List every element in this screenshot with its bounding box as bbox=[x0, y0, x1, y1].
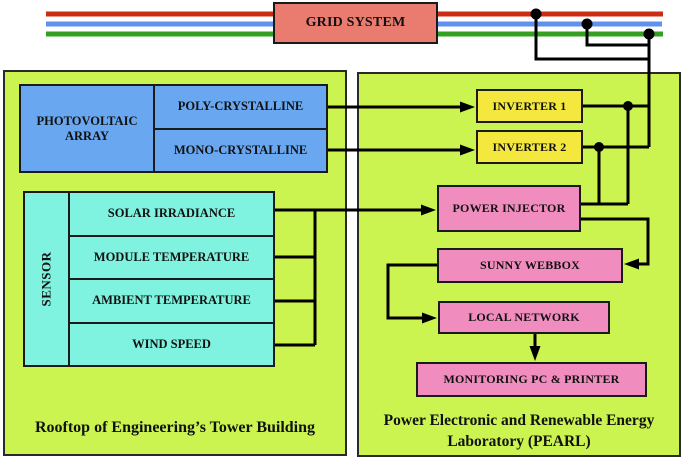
module-temperature-cell: MODULE TEMPERATURE bbox=[70, 234, 273, 279]
inverter1-label: INVERTER 1 bbox=[492, 98, 567, 113]
photovoltaic-array-block: PHOTOVOLTAIC ARRAY POLY-CRYSTALLINE MONO… bbox=[19, 84, 328, 173]
pearl-caption-line1: Power Electronic and Renewable Energy bbox=[383, 412, 655, 429]
red-tap-dot bbox=[530, 8, 542, 20]
module-temperature-label: MODULE TEMPERATURE bbox=[93, 249, 250, 264]
red-tap-wire bbox=[534, 14, 649, 61]
blue-tap-wire bbox=[585, 24, 649, 47]
inverter1-box: INVERTER 1 bbox=[476, 89, 583, 123]
mono-crystalline-cell: MONO-CRYSTALLINE bbox=[155, 130, 326, 172]
photovoltaic-array-cell: PHOTOVOLTAIC ARRAY bbox=[21, 86, 155, 171]
grid-system-box: GRID SYSTEM bbox=[273, 2, 438, 44]
grid-system-label: GRID SYSTEM bbox=[305, 15, 406, 30]
solar-irradiance-cell: SOLAR IRRADIANCE bbox=[70, 193, 273, 235]
ambient-temperature-label: AMBIENT TEMPERATURE bbox=[92, 293, 251, 308]
sensor-cell: SENSOR bbox=[25, 193, 70, 365]
monitoring-pc-box: MONITORING PC & PRINTER bbox=[416, 362, 647, 397]
solar-irradiance-label: SOLAR IRRADIANCE bbox=[107, 206, 236, 221]
crystalline-cells: POLY-CRYSTALLINE MONO-CRYSTALLINE bbox=[155, 86, 326, 171]
ambient-temperature-cell: AMBIENT TEMPERATURE bbox=[70, 278, 273, 322]
pearl-caption-line2: Laboratory (PEARL) bbox=[447, 433, 591, 450]
wind-speed-label: WIND SPEED bbox=[132, 336, 211, 351]
photovoltaic-array-label: PHOTOVOLTAIC ARRAY bbox=[36, 113, 138, 143]
green-tap-dot bbox=[643, 28, 655, 40]
blue-tap-dot bbox=[581, 18, 593, 30]
local-network-box: LOCAL NETWORK bbox=[438, 301, 610, 334]
sensor-rows: SOLAR IRRADIANCE MODULE TEMPERATURE AMBI… bbox=[70, 193, 273, 365]
sensor-block: SENSOR SOLAR IRRADIANCE MODULE TEMPERATU… bbox=[23, 191, 275, 367]
power-injector-label: POWER INJECTOR bbox=[452, 201, 566, 215]
rooftop-caption: Rooftop of Engineering’s Tower Building bbox=[3, 419, 347, 437]
poly-crystalline-cell: POLY-CRYSTALLINE bbox=[155, 86, 326, 130]
inverter2-label: INVERTER 2 bbox=[492, 139, 567, 154]
local-network-label: LOCAL NETWORK bbox=[468, 310, 580, 324]
sunny-webbox-box: SUNNY WEBBOX bbox=[437, 248, 623, 283]
wind-speed-cell: WIND SPEED bbox=[70, 321, 273, 366]
monitoring-pc-label: MONITORING PC & PRINTER bbox=[443, 372, 620, 386]
sensor-label: SENSOR bbox=[38, 251, 54, 307]
mono-crystalline-label: MONO-CRYSTALLINE bbox=[173, 142, 308, 157]
pearl-caption: Power Electronic and Renewable Energy La… bbox=[357, 410, 681, 452]
power-injector-box: POWER INJECTOR bbox=[437, 185, 581, 232]
inverter2-box: INVERTER 2 bbox=[476, 130, 583, 164]
rooftop-caption-text: Rooftop of Engineering’s Tower Building bbox=[34, 419, 316, 436]
sunny-webbox-label: SUNNY WEBBOX bbox=[479, 258, 581, 272]
poly-crystalline-label: POLY-CRYSTALLINE bbox=[177, 99, 304, 114]
